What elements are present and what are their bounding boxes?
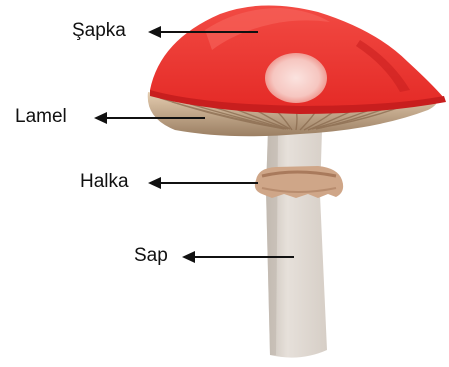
cap — [150, 5, 446, 114]
stem — [266, 130, 327, 358]
gills-label: Lamel — [15, 107, 67, 127]
ring-arrow — [148, 177, 258, 189]
cap-spot — [265, 53, 327, 103]
cap-label: Şapka — [72, 21, 126, 41]
stem-label: Sap — [134, 246, 168, 266]
ring-label: Halka — [80, 172, 129, 192]
ring — [255, 166, 343, 198]
